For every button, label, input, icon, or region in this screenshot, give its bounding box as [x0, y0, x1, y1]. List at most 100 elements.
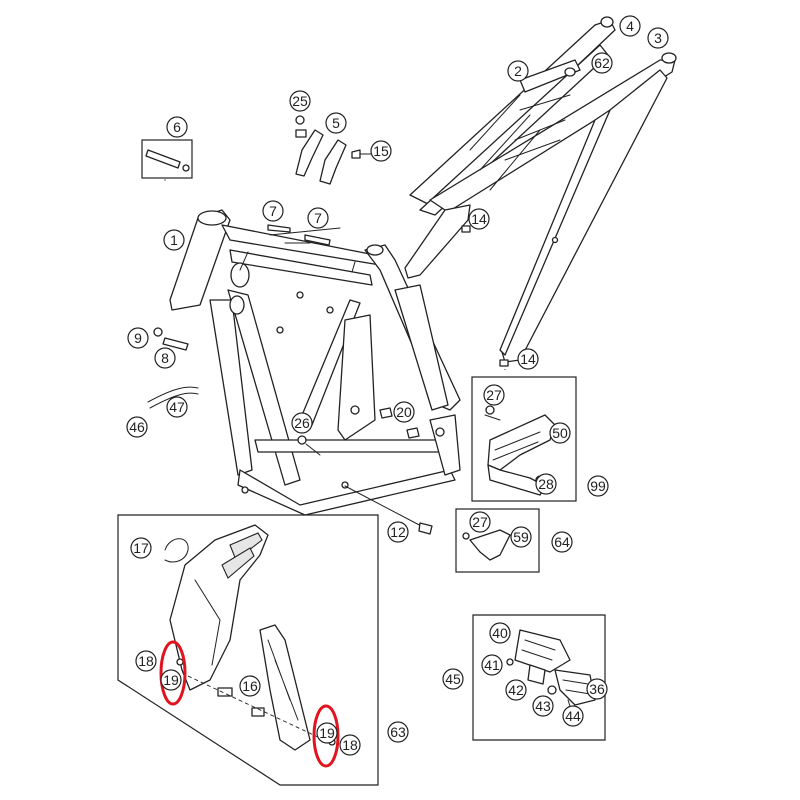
callout-circle [154, 347, 176, 369]
callout-circle [339, 734, 361, 756]
highlight-ring-right [312, 704, 340, 768]
callout-circle [130, 537, 152, 559]
callout-circle [468, 208, 490, 230]
callout-c42: 42 [505, 679, 527, 701]
callout-number: 15 [373, 143, 389, 159]
callout-number: 18 [138, 653, 154, 669]
callout-c27b: 27 [469, 511, 491, 533]
callout-number: 26 [294, 415, 310, 431]
callout-number: 45 [445, 671, 461, 687]
callout-circle [160, 669, 182, 691]
callout-circle [393, 401, 415, 423]
callout-c62: 62 [591, 52, 613, 74]
callout-circle [370, 140, 392, 162]
kit-box-99 [471, 376, 577, 502]
callout-number: 47 [169, 399, 185, 415]
highlight-ring-left [159, 640, 187, 706]
callout-circle [387, 521, 409, 543]
callout-c46: 46 [126, 416, 148, 438]
callout-c19a: 19 [160, 669, 182, 691]
callout-c50: 50 [549, 422, 571, 444]
kit-box-45 [472, 614, 606, 741]
callout-c8: 8 [154, 347, 176, 369]
callout-c17: 17 [130, 537, 152, 559]
callout-circle [307, 207, 329, 229]
callout-c9: 9 [127, 327, 149, 349]
callout-circle [387, 721, 409, 743]
callout-number: 43 [535, 698, 551, 714]
callout-circle [126, 416, 148, 438]
callout-circle [291, 412, 313, 434]
callout-circle [481, 654, 503, 676]
callout-number: 28 [538, 476, 554, 492]
callout-c25: 25 [289, 90, 311, 112]
callout-circle [127, 327, 149, 349]
callout-circle [507, 60, 529, 82]
callout-c44: 44 [562, 705, 584, 727]
callout-number: 7 [314, 210, 322, 226]
callout-c14a: 14 [468, 208, 490, 230]
callout-c36: 36 [586, 678, 608, 700]
callout-circle [591, 52, 613, 74]
callout-c1: 1 [163, 229, 185, 251]
callout-c45: 45 [442, 668, 464, 690]
callout-circle [483, 384, 505, 406]
callout-circle [163, 229, 185, 251]
callout-number: 7 [269, 203, 277, 219]
callout-number: 14 [520, 351, 536, 367]
callout-c15: 15 [370, 140, 392, 162]
callout-number: 4 [626, 18, 634, 34]
callout-circle [505, 679, 527, 701]
callout-number: 41 [484, 657, 500, 673]
callout-c99: 99 [587, 475, 609, 497]
callout-c28: 28 [535, 473, 557, 495]
callout-circle [562, 705, 584, 727]
callout-circle [647, 27, 669, 49]
footpegs [506, 629, 596, 713]
callout-number: 3 [654, 30, 662, 46]
callout-c20: 20 [393, 401, 415, 423]
callout-c5: 5 [325, 112, 347, 134]
callout-c3: 3 [647, 27, 669, 49]
callout-circle [489, 622, 511, 644]
callout-circle [587, 475, 609, 497]
callout-c7b: 7 [307, 207, 329, 229]
callout-c41: 41 [481, 654, 503, 676]
callout-number: 62 [594, 55, 610, 71]
callout-circle [442, 668, 464, 690]
callout-c63: 63 [387, 721, 409, 743]
callout-number: 25 [292, 93, 308, 109]
callout-circle [535, 473, 557, 495]
callout-c43: 43 [532, 695, 554, 717]
callout-c18a: 18 [135, 650, 157, 672]
kit-box-64 [455, 508, 540, 573]
callout-circle [532, 695, 554, 717]
kit-box-63 [117, 514, 379, 786]
callout-number: 46 [129, 419, 145, 435]
callout-number: 8 [161, 350, 169, 366]
callout-number: 42 [508, 682, 524, 698]
callout-number: 9 [134, 330, 142, 346]
callout-number: 50 [552, 425, 568, 441]
callout-c4: 4 [619, 15, 641, 37]
callout-number: 16 [242, 678, 258, 694]
callout-circle [469, 511, 491, 533]
callout-circle [135, 650, 157, 672]
guide-bracket [462, 529, 511, 561]
callout-circle [586, 678, 608, 700]
callout-number: 27 [472, 514, 488, 530]
callout-c6: 6 [166, 116, 188, 138]
callout-number: 14 [471, 211, 487, 227]
callout-circle [166, 116, 188, 138]
callout-number: 27 [486, 387, 502, 403]
callout-c19b: 19 [316, 722, 338, 744]
callout-circle [510, 526, 532, 548]
callout-c2: 2 [507, 60, 529, 82]
callout-number: 99 [590, 478, 606, 494]
callout-c59: 59 [510, 526, 532, 548]
callout-circle [316, 722, 338, 744]
mount-hardware [141, 115, 509, 535]
callout-c16: 16 [239, 675, 261, 697]
callout-number: 40 [492, 625, 508, 641]
